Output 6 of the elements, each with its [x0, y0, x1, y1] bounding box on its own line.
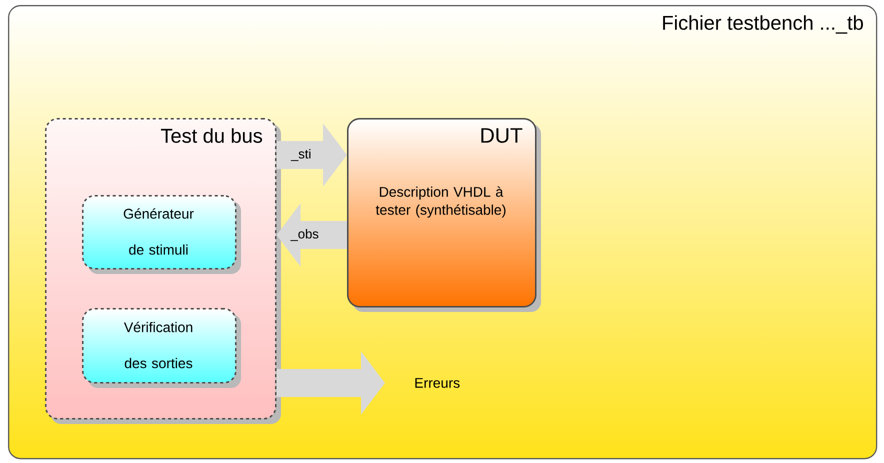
- module-box: Vérification des sorties: [82, 308, 241, 388]
- module-box: Générateur de stimuli: [82, 195, 241, 274]
- edge-label: _obs: [290, 229, 318, 241]
- dut-box: DUT Description VHDL à tester (synthétisable): [347, 118, 541, 312]
- text-label: Erreurs: [415, 378, 460, 388]
- edge-label: _sti: [290, 149, 310, 161]
